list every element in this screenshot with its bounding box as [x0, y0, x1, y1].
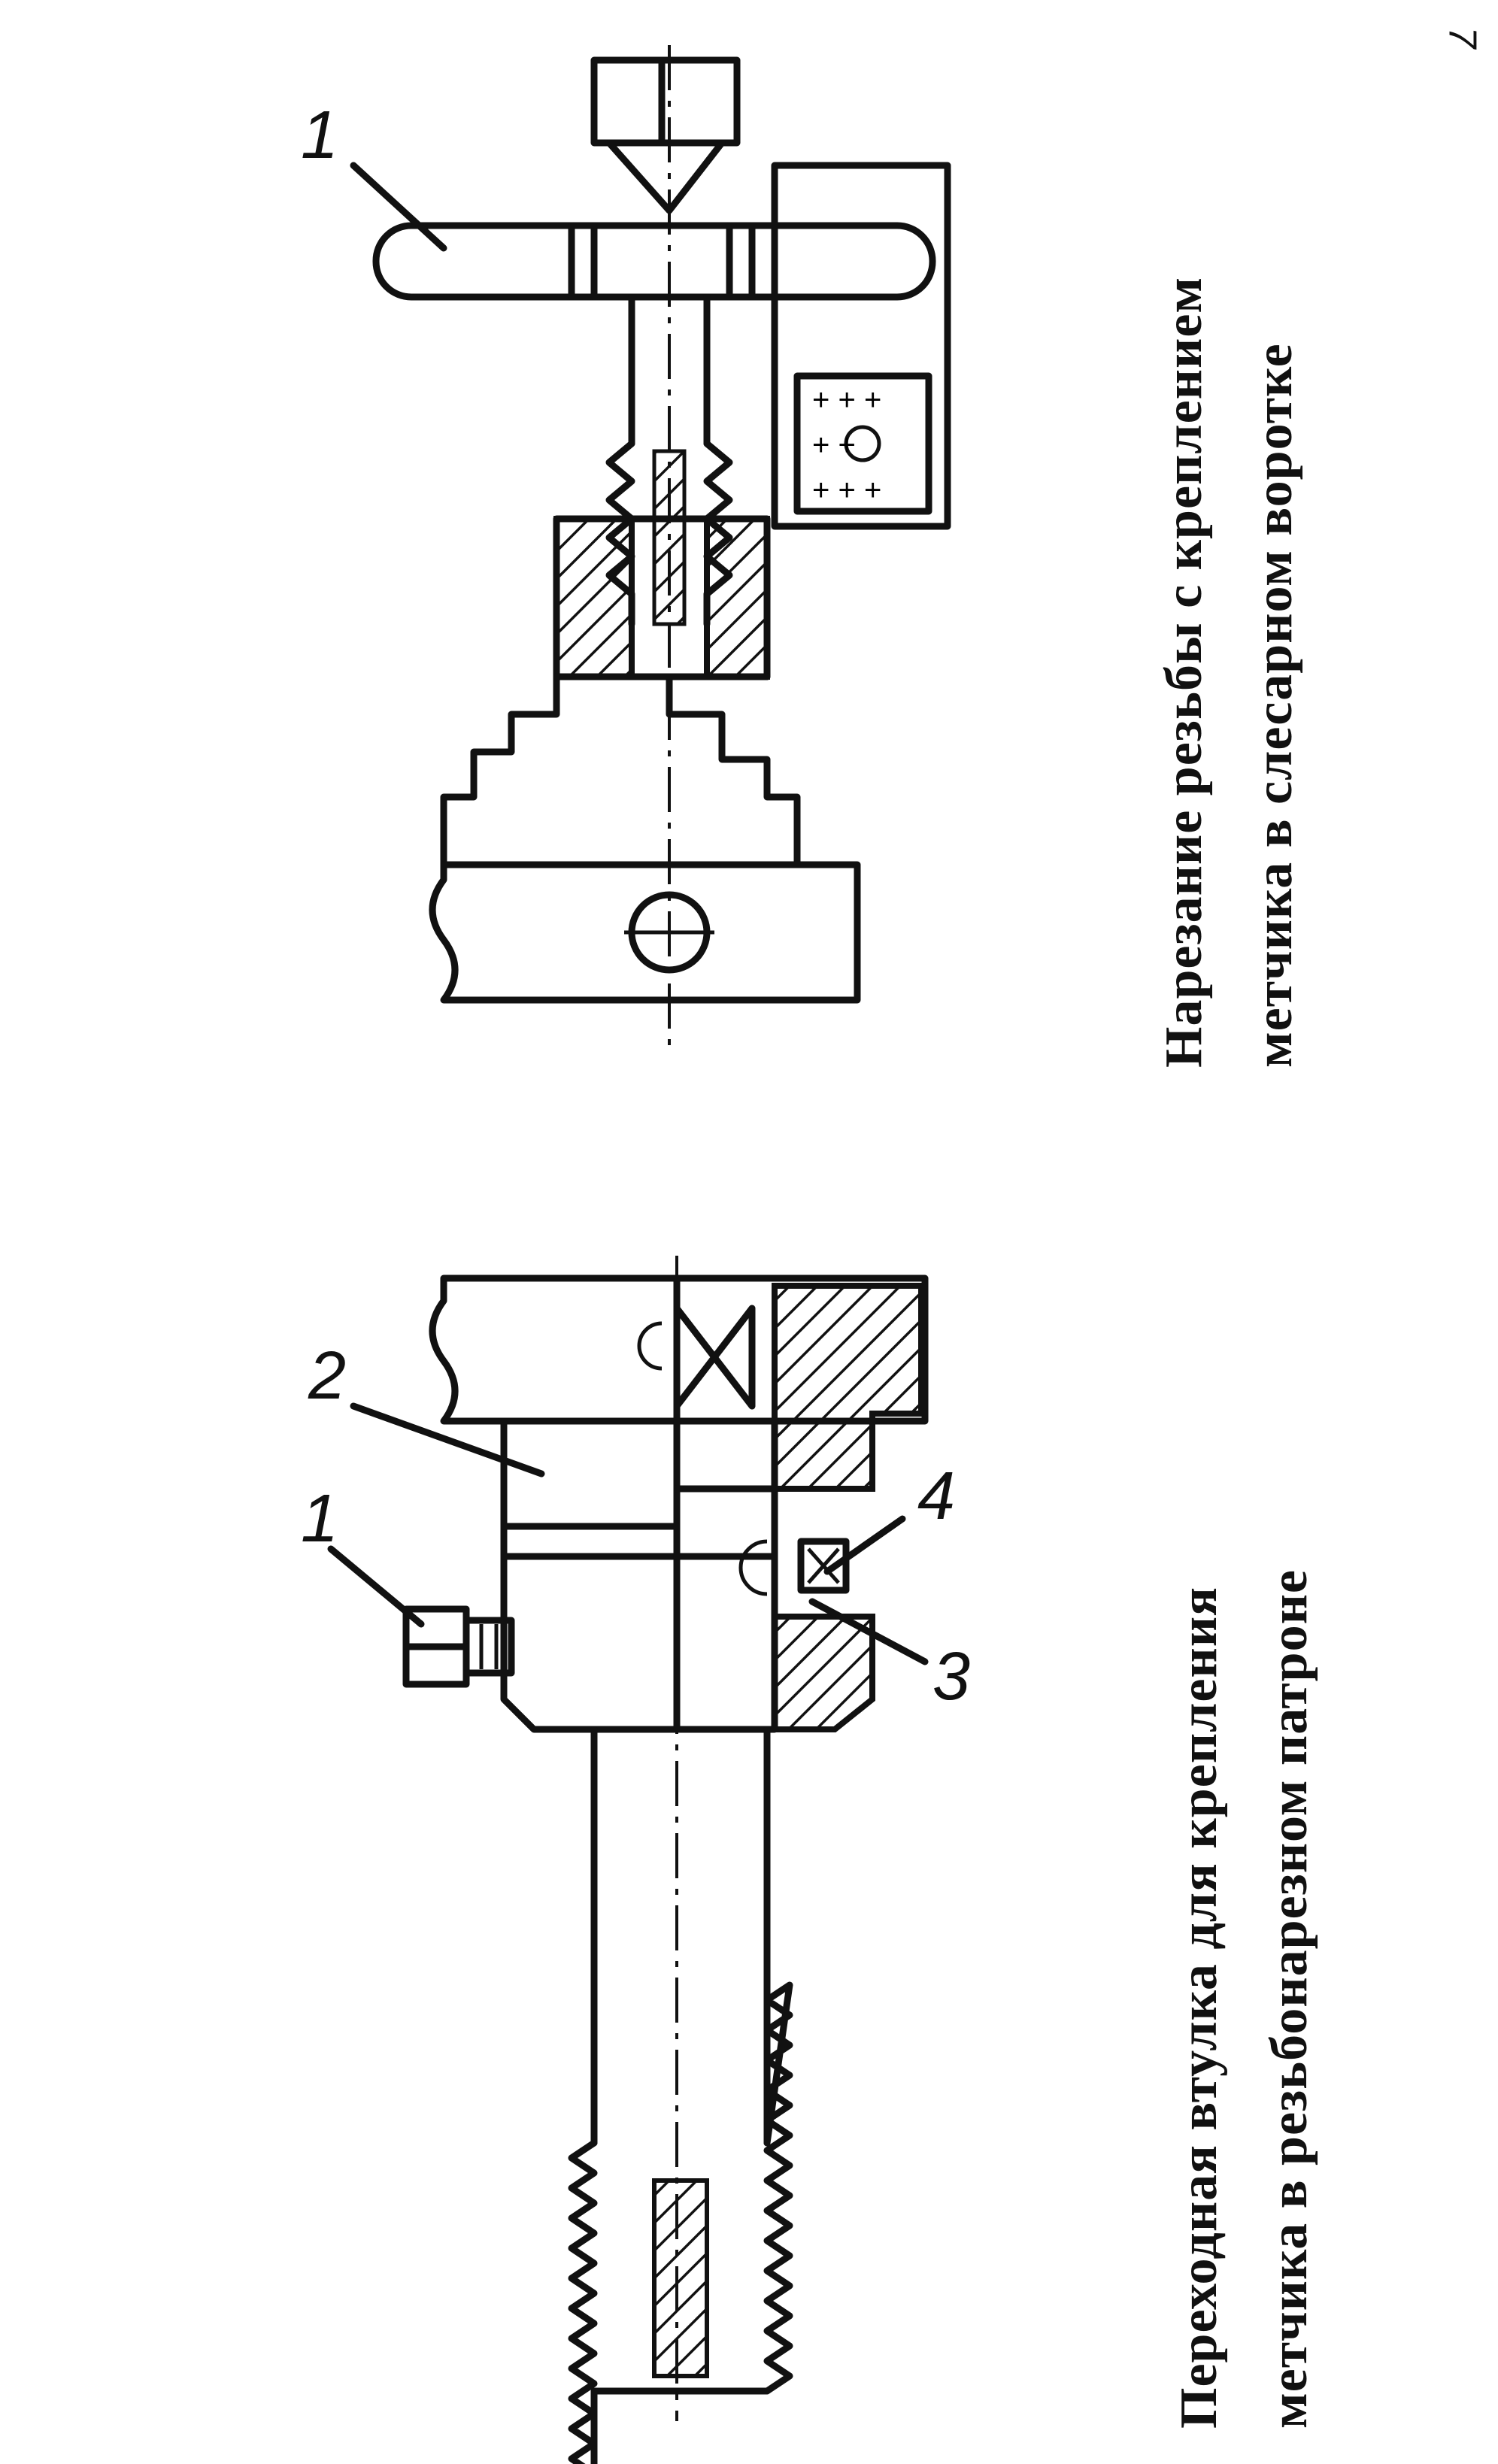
svg-text:+ + +: + + + [812, 474, 881, 507]
tailstock-center [590, 56, 741, 147]
sleeve-body [500, 1417, 681, 1733]
caption-left-line2: метчика в резьбонарезном патроне [1260, 1569, 1318, 2429]
chuck-body [429, 1274, 929, 1425]
tap-thread [568, 1981, 793, 2464]
label-left-3: 3 [932, 1639, 970, 1714]
wrench-handle [372, 222, 936, 301]
label-right-1: 1 [301, 98, 338, 173]
vise-jaw-left [440, 673, 673, 868]
caption-left-line1: Переходная втулка для крепления [1170, 1587, 1228, 2429]
label-left-2: 2 [308, 1338, 346, 1414]
label-left-4: 4 [917, 1459, 955, 1534]
svg-text:+ + +: + + + [812, 383, 881, 417]
svg-text:+ +: + + [812, 429, 856, 462]
caption-right-line1: Нарезание резьбы с креплением [1155, 276, 1213, 1068]
tap-shank [590, 1726, 771, 2147]
caption-right-line2: метчика в слесарном воротке [1245, 343, 1303, 1068]
vise-base [429, 861, 861, 1004]
vise-jaw-right [666, 673, 801, 868]
label-left-1: 1 [301, 1481, 338, 1556]
wrench-square-detail [771, 162, 951, 530]
